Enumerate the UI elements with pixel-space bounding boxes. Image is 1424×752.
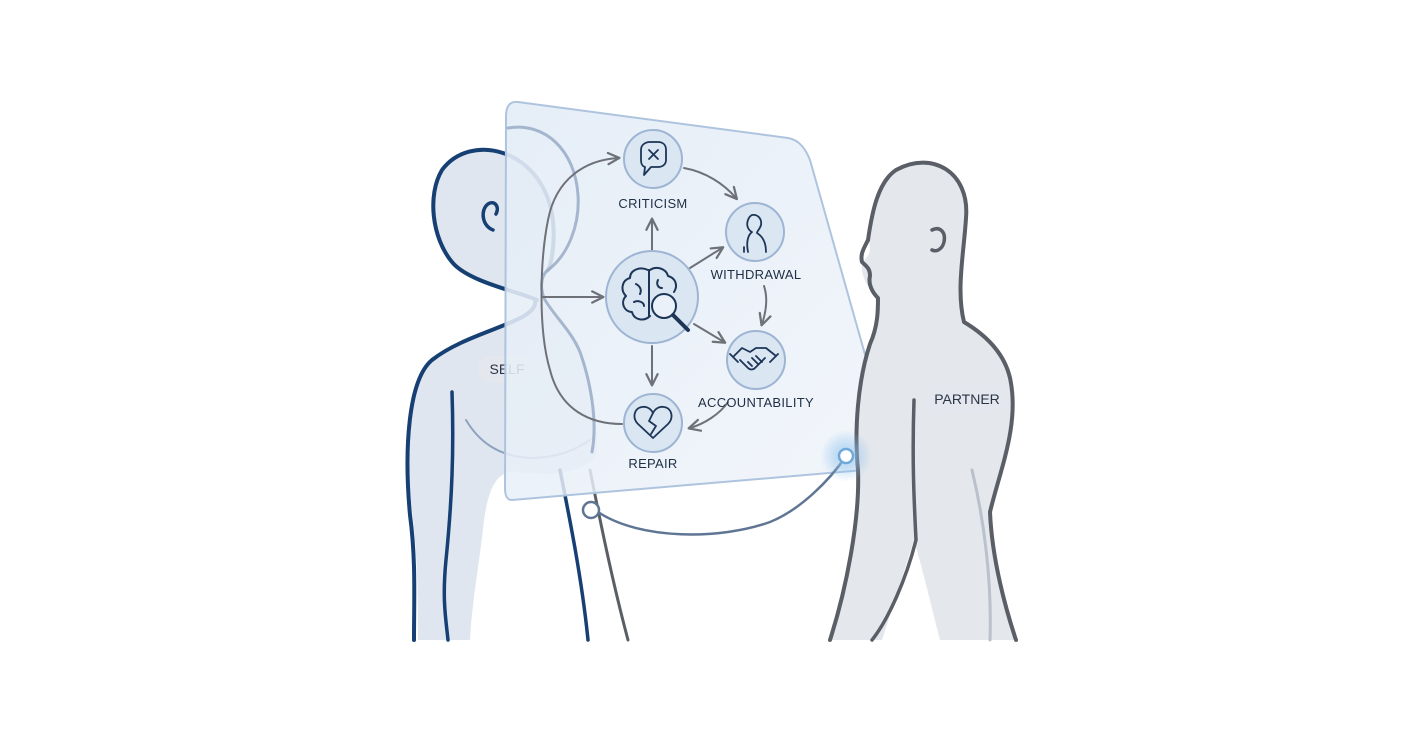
partner-arm-line (870, 398, 918, 642)
node-accountability-label: ACCOUNTABILITY (698, 395, 814, 410)
self-arm-line (442, 390, 455, 642)
arrow-center-to-withdrawal (689, 246, 725, 269)
self-connection-point (581, 500, 601, 520)
brain-magnifier-icon (621, 267, 690, 332)
node-withdrawal-label: WITHDRAWAL (711, 267, 802, 282)
node-repair: REPAIR (623, 393, 683, 471)
self-body-fill (409, 149, 597, 640)
broken-heart-icon (633, 405, 673, 439)
node-repair-label: REPAIR (628, 456, 677, 471)
node-criticism: CRITICISM (618, 129, 687, 211)
partner-connection-point (837, 447, 855, 465)
arrow-accountability-to-repair (687, 401, 729, 432)
cycle-arrows (540, 151, 772, 432)
self-ear (481, 201, 500, 232)
connection-curve (596, 454, 848, 536)
arrow-repair-to-criticism (540, 151, 623, 425)
handshake-icon (729, 347, 779, 371)
arrow-center-to-accountability (693, 323, 727, 344)
partner-face (828, 238, 880, 642)
self-head-ghost (506, 125, 596, 454)
partner-body-fill (832, 163, 1014, 640)
person-turned-away-icon (743, 213, 767, 253)
node-withdrawal: WITHDRAWAL (711, 202, 802, 282)
partner-label: PARTNER (934, 391, 1000, 407)
node-center (605, 250, 699, 344)
partner-side-line (970, 468, 992, 642)
arrow-withdrawal-to-accountability (758, 285, 772, 327)
partner-outline (866, 160, 1018, 642)
partner-figure: PARTNER (828, 160, 1018, 642)
partner-ear (930, 227, 947, 253)
connection-link (581, 430, 872, 536)
node-criticism-label: CRITICISM (618, 196, 687, 211)
partner-label-badge (924, 386, 1010, 412)
node-accountability: ACCOUNTABILITY (698, 330, 814, 410)
arrow-criticism-to-withdrawal (683, 167, 739, 201)
self-back-line-2 (588, 468, 630, 642)
speech-bubble-x-icon (640, 141, 667, 176)
